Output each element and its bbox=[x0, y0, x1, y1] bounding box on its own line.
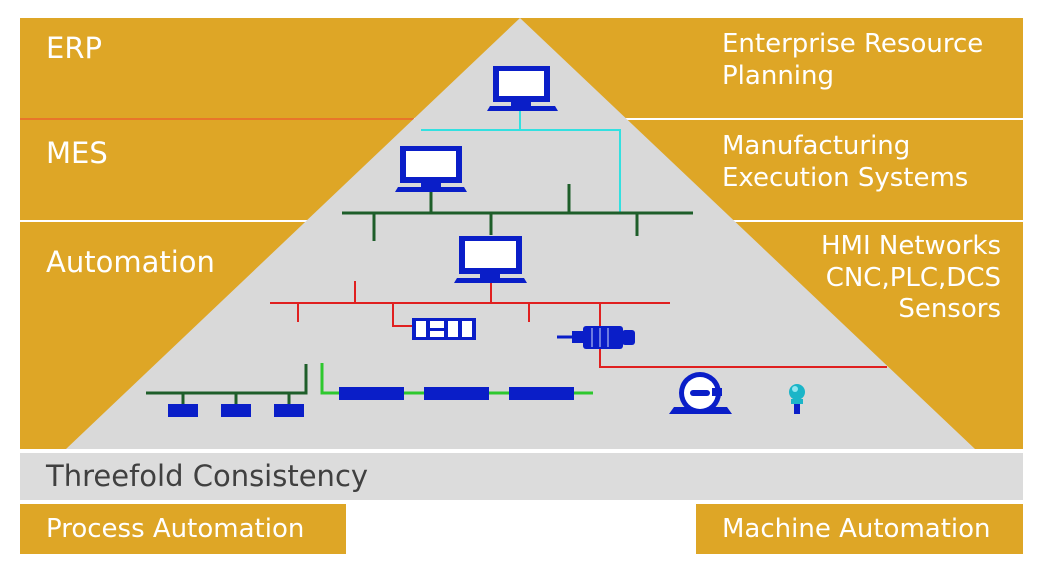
erp-link-line bbox=[421, 111, 621, 213]
mes-description: Manufacturing Execution Systems bbox=[722, 131, 968, 194]
machine-automation-box bbox=[696, 504, 1023, 554]
drive-unit-icon bbox=[509, 387, 574, 400]
automation-description-line: CNC,PLC,DCS bbox=[825, 262, 1001, 293]
field-bus bbox=[270, 281, 887, 368]
erp-computer-icon bbox=[487, 66, 558, 111]
process-bus-right bbox=[320, 363, 593, 395]
erp-description-line: Enterprise Resource bbox=[722, 29, 984, 59]
automation-description-line: Sensors bbox=[898, 294, 1001, 325]
pyramid bbox=[66, 18, 975, 449]
process-automation-label: Process Automation bbox=[46, 514, 305, 544]
process-automation-box bbox=[20, 504, 346, 554]
consistency-band bbox=[20, 453, 1023, 500]
mes-description-line: Execution Systems bbox=[722, 162, 969, 193]
machine-automation-label: Machine Automation bbox=[722, 514, 991, 544]
mes-bus bbox=[342, 184, 693, 241]
plc-module-icon bbox=[412, 318, 476, 340]
consistency-label: Threefold Consistency bbox=[46, 459, 369, 493]
io-module-icon bbox=[221, 404, 251, 417]
io-module-icon bbox=[168, 404, 198, 417]
erp-description-line: Planning bbox=[722, 60, 834, 91]
automation-label: Automation bbox=[46, 245, 215, 279]
mes-computer-icon bbox=[395, 146, 467, 192]
process-bus-left bbox=[146, 364, 308, 404]
drive-unit-icon bbox=[339, 387, 404, 400]
erp-description: Enterprise Resource Planning bbox=[722, 29, 983, 92]
automation-description: HMI Networks CNC,PLC,DCS Sensors bbox=[821, 231, 1001, 326]
mes-label: MES bbox=[46, 136, 108, 170]
erp-label: ERP bbox=[46, 31, 102, 65]
mes-description-line: Manufacturing bbox=[722, 131, 911, 161]
hmi-computer-icon bbox=[454, 236, 527, 283]
automation-description-line: HMI Networks bbox=[820, 231, 1001, 261]
io-module-icon bbox=[274, 404, 304, 417]
motor-icon bbox=[557, 326, 635, 349]
drive-unit-icon bbox=[424, 387, 489, 400]
sensor-icon bbox=[789, 384, 805, 414]
pump-icon bbox=[669, 372, 732, 414]
